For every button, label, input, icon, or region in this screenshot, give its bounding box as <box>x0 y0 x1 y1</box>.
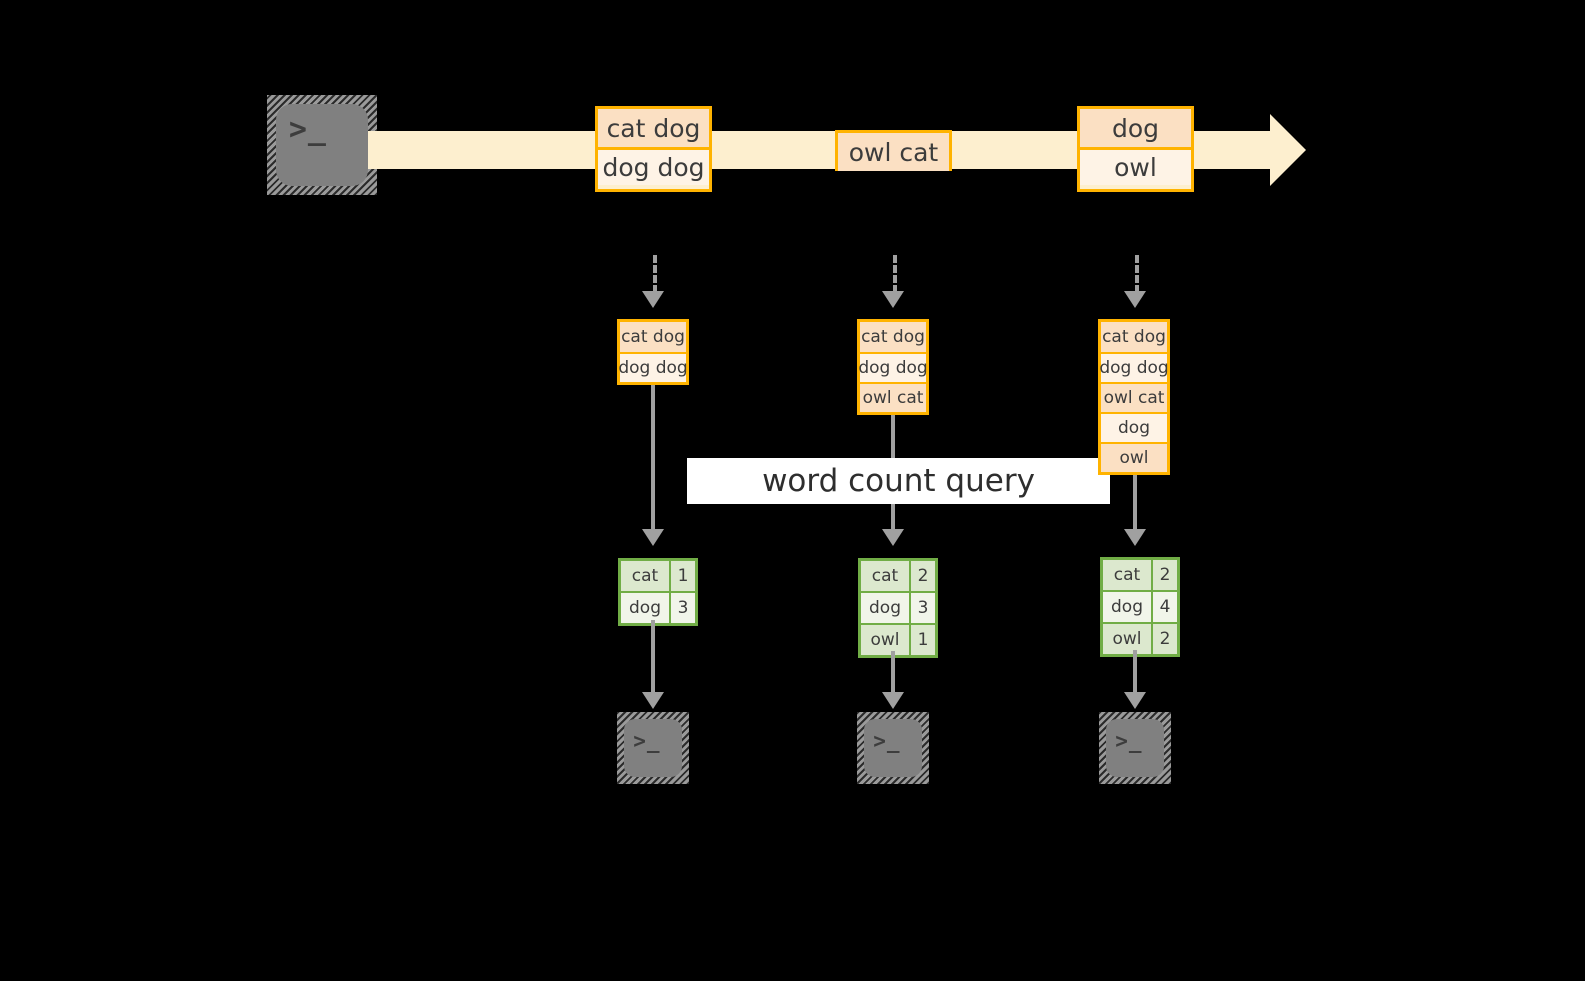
terminal-prompt-glyph: >_ <box>1115 728 1143 753</box>
snapshot-row: owl cat <box>1101 382 1167 412</box>
snapshot-row: dog dog <box>618 352 688 382</box>
result-row: cat 2 <box>1103 560 1177 590</box>
sink-terminal-icon: >_ <box>857 712 929 784</box>
terminal-screen: >_ <box>276 104 368 186</box>
query-banner-label: word count query <box>762 463 1035 499</box>
result-to-sink-connector <box>651 620 655 695</box>
stream-to-snapshot-arrowhead <box>642 291 664 308</box>
result-row: cat 1 <box>621 561 695 591</box>
result-to-sink-arrowhead <box>1124 692 1146 709</box>
result-count: 3 <box>669 593 695 623</box>
snapshot-row: dog dog <box>858 352 928 382</box>
snapshot-row: owl cat <box>860 382 926 412</box>
snapshot-to-result-arrowhead <box>1124 529 1146 546</box>
result-row: dog 4 <box>1103 590 1177 622</box>
stream-to-snapshot-connector <box>893 255 897 293</box>
result-row: cat 2 <box>861 561 935 591</box>
terminal-screen: >_ <box>1106 719 1164 777</box>
stream-event-line: cat dog <box>598 109 709 147</box>
snapshot-to-result-connector <box>891 382 895 532</box>
snapshot-row: cat dog <box>860 322 926 352</box>
stream-event-box: owl cat <box>835 130 952 171</box>
stream-event-box: cat dog dog dog <box>595 106 712 192</box>
result-word: cat <box>1103 560 1151 590</box>
terminal-screen: >_ <box>624 719 682 777</box>
result-table: cat 2 dog 3 owl 1 <box>858 558 938 658</box>
result-to-sink-connector <box>891 651 895 695</box>
snapshot-row: owl <box>1101 442 1167 472</box>
terminal-prompt-glyph: >_ <box>633 728 661 753</box>
result-count: 3 <box>909 593 935 623</box>
result-row: owl 1 <box>861 623 935 655</box>
result-row: dog 3 <box>621 591 695 623</box>
snapshot-row: dog dog <box>1099 352 1169 382</box>
result-word: cat <box>621 561 669 591</box>
result-row: dog 3 <box>861 591 935 623</box>
stream-to-snapshot-arrowhead <box>1124 291 1146 308</box>
snapshot-to-result-connector <box>651 382 655 532</box>
result-word: owl <box>861 625 909 655</box>
stream-event-line: dog <box>1080 109 1191 147</box>
result-to-sink-connector <box>1133 650 1137 695</box>
terminal-prompt-glyph: >_ <box>873 728 901 753</box>
result-to-sink-arrowhead <box>642 692 664 709</box>
terminal-screen: >_ <box>864 719 922 777</box>
result-count: 2 <box>909 561 935 591</box>
stream-event-line: dog dog <box>598 147 709 185</box>
snapshot-table: cat dog dog dog <box>617 319 689 385</box>
result-count: 1 <box>909 625 935 655</box>
result-count: 1 <box>669 561 695 591</box>
stream-event-box: dog owl <box>1077 106 1194 192</box>
result-table: cat 1 dog 3 <box>618 558 698 626</box>
snapshot-row: dog <box>1101 412 1167 442</box>
snapshot-to-result-arrowhead <box>642 529 664 546</box>
result-word: owl <box>1103 624 1151 654</box>
query-banner: word count query <box>687 458 1110 504</box>
stream-event-line: owl <box>1080 147 1191 185</box>
snapshot-to-result-arrowhead <box>882 529 904 546</box>
result-count: 4 <box>1151 592 1177 622</box>
snapshot-row: cat dog <box>620 322 686 352</box>
stream-event-line: owl cat <box>838 133 949 171</box>
result-count: 2 <box>1151 624 1177 654</box>
terminal-prompt-glyph: >_ <box>288 112 327 148</box>
result-word: dog <box>861 593 909 623</box>
result-count: 2 <box>1151 560 1177 590</box>
event-stream-arrowhead <box>1270 114 1306 186</box>
result-to-sink-arrowhead <box>882 692 904 709</box>
result-word: dog <box>621 593 669 623</box>
stream-to-snapshot-connector <box>653 255 657 293</box>
result-word: cat <box>861 561 909 591</box>
sink-terminal-icon: >_ <box>1099 712 1171 784</box>
result-table: cat 2 dog 4 owl 2 <box>1100 557 1180 657</box>
snapshot-row: cat dog <box>1101 322 1167 352</box>
snapshot-table: cat dog dog dog owl cat <box>857 319 929 415</box>
result-row: owl 2 <box>1103 622 1177 654</box>
sink-terminal-icon: >_ <box>617 712 689 784</box>
stream-to-snapshot-connector <box>1135 255 1139 293</box>
result-word: dog <box>1103 592 1151 622</box>
source-terminal-icon: >_ <box>267 95 377 195</box>
snapshot-table: cat dog dog dog owl cat dog owl <box>1098 319 1170 475</box>
stream-to-snapshot-arrowhead <box>882 291 904 308</box>
